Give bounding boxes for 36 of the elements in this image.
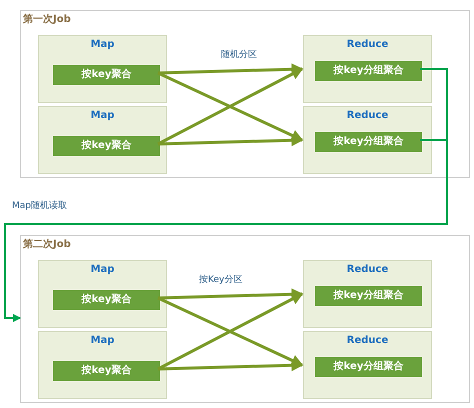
process-bar: 按key分组聚合 bbox=[315, 357, 422, 377]
box-title: Map bbox=[90, 264, 116, 275]
arrow bbox=[158, 359, 304, 372]
annotation-text: 随机分区 bbox=[221, 48, 257, 61]
job-panel bbox=[20, 235, 470, 403]
arrow bbox=[4, 139, 448, 322]
process-bar: 按key分组聚合 bbox=[315, 132, 422, 152]
process-bar: 按key聚合 bbox=[53, 361, 160, 381]
panel-title: 第一次Job bbox=[23, 12, 71, 26]
box-title: Reduce bbox=[346, 39, 390, 50]
box-title: Reduce bbox=[346, 264, 390, 275]
process-bar: 按key分组聚合 bbox=[315, 61, 422, 81]
process-bar: 按key聚合 bbox=[53, 290, 160, 310]
arrow bbox=[158, 288, 304, 300]
annotation-text: 按Key分区 bbox=[199, 274, 242, 286]
box-title: Map bbox=[90, 110, 116, 121]
box-title: Reduce bbox=[346, 335, 390, 346]
box-title: Reduce bbox=[346, 110, 390, 121]
annotation-text: Map随机读取 bbox=[12, 200, 67, 212]
box-title: Map bbox=[90, 39, 116, 50]
arrow bbox=[158, 134, 304, 146]
process-bar: 按key聚合 bbox=[53, 65, 160, 85]
box-title: Map bbox=[90, 335, 116, 346]
task-box bbox=[303, 106, 432, 174]
panel-title: 第二次Job bbox=[23, 238, 71, 251]
task-box bbox=[38, 35, 167, 103]
task-box bbox=[38, 260, 167, 328]
arrow bbox=[158, 63, 304, 76]
task-box bbox=[38, 106, 167, 174]
process-bar: 按key聚合 bbox=[53, 136, 160, 156]
task-box bbox=[303, 35, 432, 103]
task-box bbox=[303, 260, 432, 328]
task-box bbox=[38, 331, 167, 399]
job-panel bbox=[20, 10, 470, 178]
task-box bbox=[303, 331, 432, 399]
process-bar: 按key分组聚合 bbox=[315, 286, 422, 306]
